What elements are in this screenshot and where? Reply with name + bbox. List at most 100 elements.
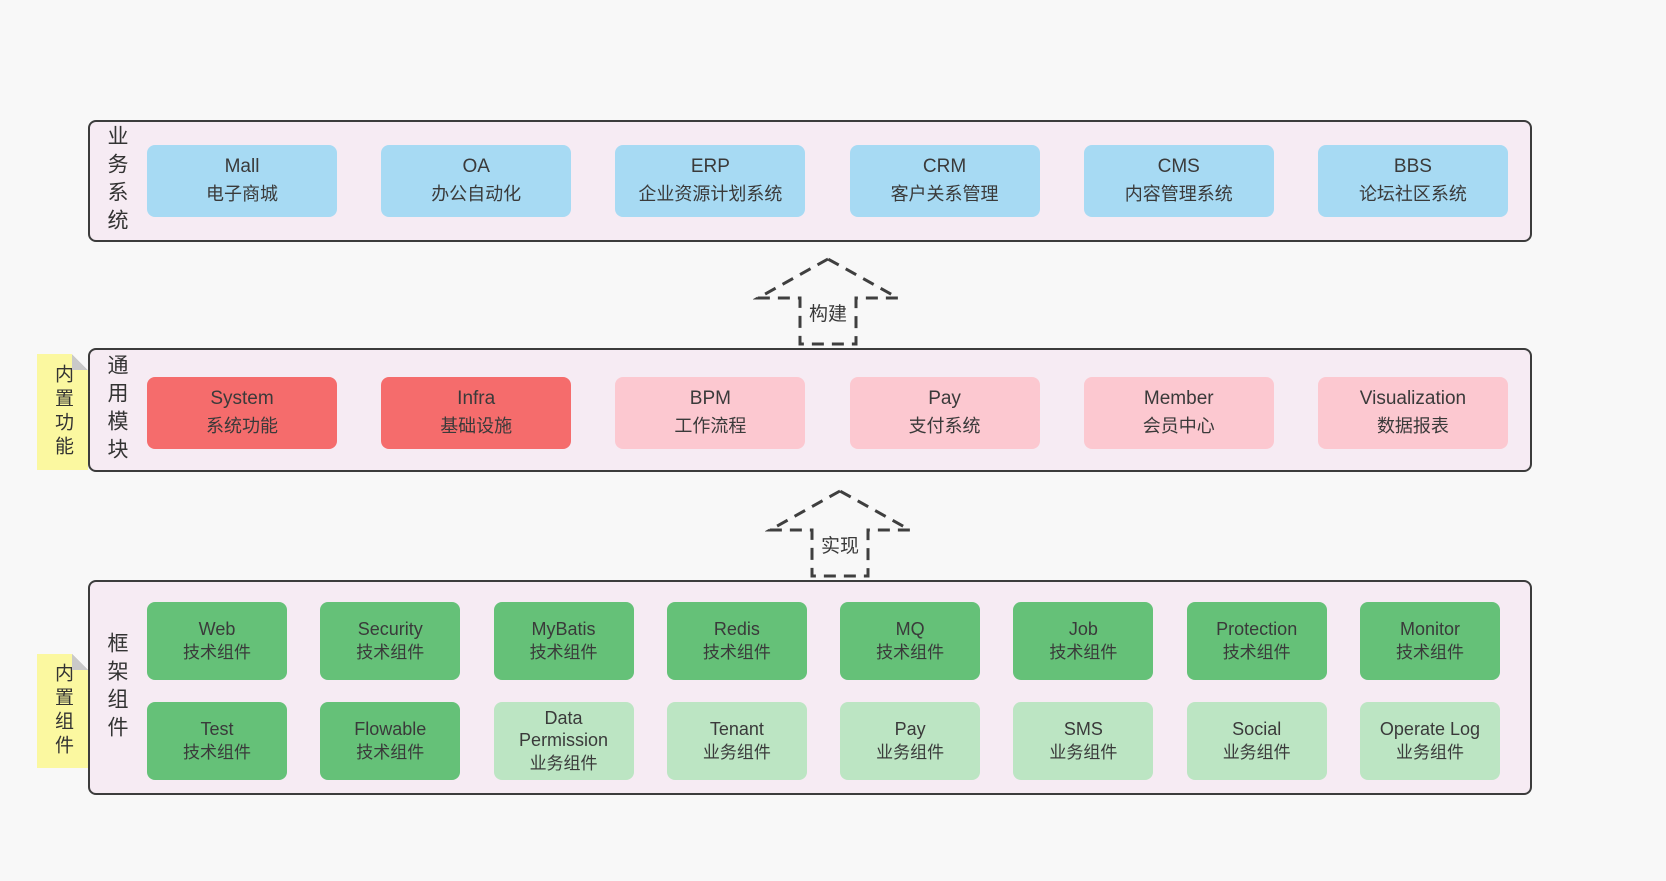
box-crm-subtitle: 客户关系管理 [890,184,999,205]
box-protection-title: Protection [1216,618,1298,639]
band-modules-label: 通用模块 [105,354,128,466]
arrow-implement: 实现 [765,487,915,579]
box-oa-title: OA [462,156,490,178]
box-crm: CRM 客户关系管理 [849,145,1040,217]
box-test-title: Test [200,718,234,739]
box-pay-component-title: Pay [894,718,926,739]
box-pay-component: Pay 业务组件 [840,702,981,780]
framework-row-2: Test 技术组件 Flowable 技术组件 Data Permission … [147,702,1500,780]
box-bbs-subtitle: 论坛社区系统 [1358,184,1467,205]
box-data-permission: Data Permission 业务组件 [493,702,634,780]
box-redis-subtitle: 技术组件 [702,642,771,662]
box-job: Job 技术组件 [1013,602,1154,680]
note-built-in-features-text: 内置功能 [52,364,73,460]
box-monitor: Monitor 技术组件 [1359,602,1500,680]
box-member-title: Member [1143,388,1214,410]
box-web-title: Web [198,618,236,639]
note-built-in-components: 内置组件 [37,654,88,768]
box-bpm-title: BPM [689,388,731,410]
box-mall-title: Mall [224,156,260,178]
box-test: Test 技术组件 [147,702,287,780]
box-mq-subtitle: 技术组件 [876,642,945,662]
box-bbs-title: BBS [1393,156,1432,178]
box-visualization-subtitle: 数据报表 [1376,416,1449,437]
box-visualization: Visualization 数据报表 [1317,377,1508,449]
box-infra-title: Infra [457,388,496,410]
box-member-subtitle: 会员中心 [1142,416,1215,437]
band-framework-components: 框架组件 Web 技术组件 Security 技术组件 MyBatis 技术组件… [88,580,1532,795]
box-sms-title: SMS [1063,718,1103,739]
box-social-title: Social [1232,718,1282,739]
box-redis: Redis 技术组件 [666,602,807,680]
box-tenant-title: Tenant [709,718,764,739]
arrow-build: 构建 [753,255,903,347]
note-built-in-components-text: 内置组件 [52,663,73,759]
box-cms: CMS 内容管理系统 [1083,145,1274,217]
arrow-implement-label: 实现 [818,531,862,558]
box-erp-subtitle: 企业资源计划系统 [638,184,783,205]
box-mall-subtitle: 电子商城 [206,184,278,205]
box-security-subtitle: 技术组件 [356,642,425,662]
framework-row-1: Web 技术组件 Security 技术组件 MyBatis 技术组件 Redi… [147,602,1500,680]
band-business-label: 业务系统 [105,125,128,237]
box-oa: OA 办公自动化 [381,145,572,217]
box-member: Member 会员中心 [1083,377,1274,449]
band-business-systems: 业务系统 Mall 电子商城 OA 办公自动化 ERP 企业资源计划系统 CRM… [88,120,1532,242]
box-crm-title: CRM [922,156,967,178]
up-block-arrow-icon [765,489,915,578]
note-built-in-features: 内置功能 [37,354,88,470]
box-mybatis: MyBatis 技术组件 [493,602,634,680]
box-pay-module-subtitle: 支付系统 [908,416,981,437]
box-flowable: Flowable 技术组件 [320,702,461,780]
box-tenant: Tenant 业务组件 [666,702,807,780]
box-erp: ERP 企业资源计划系统 [615,145,806,217]
band-framework-label: 框架组件 [105,631,128,744]
box-tenant-subtitle: 业务组件 [702,742,771,762]
box-job-subtitle: 技术组件 [1049,642,1118,662]
box-flowable-title: Flowable [354,718,427,739]
box-monitor-title: Monitor [1399,618,1460,639]
box-operate-log: Operate Log 业务组件 [1359,702,1500,780]
box-sms-subtitle: 业务组件 [1049,742,1118,762]
box-pay-component-subtitle: 业务组件 [876,742,945,762]
box-security-title: Security [357,618,423,639]
box-system-subtitle: 系统功能 [206,416,278,437]
box-social: Social 业务组件 [1186,702,1327,780]
business-boxes-row: Mall 电子商城 OA 办公自动化 ERP 企业资源计划系统 CRM 客户关系… [147,145,1508,217]
box-redis-title: Redis [713,618,760,639]
box-cms-subtitle: 内容管理系统 [1124,184,1233,205]
up-block-arrow-icon [753,257,903,346]
box-data-permission-title: Data Permission [519,707,609,750]
box-web: Web 技术组件 [147,602,287,680]
box-erp-title: ERP [690,156,730,178]
box-protection-subtitle: 技术组件 [1222,642,1291,662]
arrow-build-label: 构建 [806,299,850,326]
box-pay-module-title: Pay [928,388,961,410]
box-operate-log-title: Operate Log [1379,718,1480,739]
box-system-title: System [210,388,274,410]
box-job-title: Job [1068,618,1098,639]
box-bbs: BBS 论坛社区系统 [1317,145,1508,217]
box-mybatis-title: MyBatis [531,618,596,639]
box-social-subtitle: 业务组件 [1222,742,1291,762]
box-test-subtitle: 技术组件 [183,742,251,762]
box-monitor-subtitle: 技术组件 [1395,642,1464,662]
box-bpm: BPM 工作流程 [615,377,806,449]
box-infra-subtitle: 基础设施 [440,416,513,437]
box-data-permission-subtitle: 业务组件 [529,753,598,773]
box-web-subtitle: 技术组件 [183,642,251,662]
box-mq: MQ 技术组件 [840,602,981,680]
box-oa-subtitle: 办公自动化 [431,184,522,205]
box-sms: SMS 业务组件 [1013,702,1154,780]
box-pay-module: Pay 支付系统 [849,377,1040,449]
box-mall: Mall 电子商城 [147,145,337,217]
band-common-modules: 通用模块 System 系统功能 Infra 基础设施 BPM 工作流程 Pay… [88,348,1532,472]
box-mq-title: MQ [895,618,925,639]
box-mybatis-subtitle: 技术组件 [529,642,598,662]
box-protection: Protection 技术组件 [1186,602,1327,680]
box-bpm-subtitle: 工作流程 [674,416,747,437]
box-infra: Infra 基础设施 [381,377,572,449]
modules-boxes-row: System 系统功能 Infra 基础设施 BPM 工作流程 Pay 支付系统… [147,377,1508,449]
box-operate-log-subtitle: 业务组件 [1395,742,1464,762]
box-system: System 系统功能 [147,377,337,449]
